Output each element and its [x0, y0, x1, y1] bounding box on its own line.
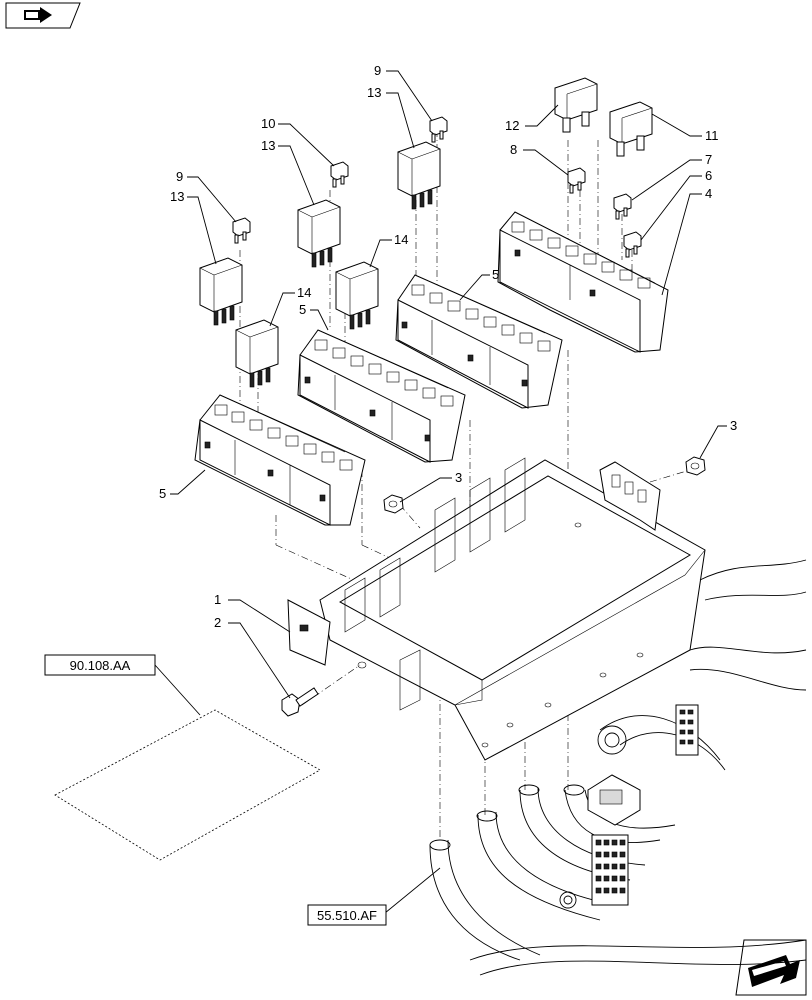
reference-link-55-510-af[interactable]: 55.510.AF	[307, 904, 387, 926]
relay-13-middle	[297, 199, 341, 268]
callout-10: 10	[261, 116, 275, 131]
callout-7: 7	[705, 152, 712, 167]
callout-11: 11	[705, 128, 719, 143]
callout-labels: 9 13 10 13 9 13 14 14 5 5 5 12 11 8 7 6 …	[159, 63, 737, 630]
maxi-fuse-11	[609, 101, 653, 157]
maxi-fuse-12	[554, 77, 598, 133]
callout-9-left: 9	[176, 169, 183, 184]
fuse-relay-block-middle	[297, 329, 466, 463]
mini-fuse-10	[330, 161, 349, 188]
fuse-block-right	[497, 211, 669, 353]
callout-3-center: 3	[455, 470, 462, 485]
fuse-relay-block-lower	[194, 394, 366, 526]
callout-1: 1	[214, 592, 221, 607]
relay-13-left	[199, 257, 243, 326]
harness-connector-lower	[591, 834, 629, 906]
fuse-relay-block-upper	[395, 274, 563, 409]
fuse-box-housing	[287, 457, 706, 761]
callout-4: 4	[705, 186, 712, 201]
mini-fuse-9-upper	[429, 116, 448, 143]
callout-14-middle: 14	[394, 232, 408, 247]
reference-sheet-graphic	[54, 709, 321, 861]
book-arrow-icon[interactable]	[5, 2, 81, 29]
harness-connector-upper	[675, 704, 699, 756]
callout-13-left: 13	[170, 189, 184, 204]
relay-14-left	[235, 319, 279, 388]
screw-2	[281, 687, 319, 717]
harness-connector-middle	[587, 774, 641, 826]
mini-fuse-6	[623, 231, 642, 258]
reference-link-90-108-aa[interactable]: 90.108.AA	[44, 654, 156, 676]
relay-13-upper	[397, 141, 441, 210]
callout-5-middle: 5	[299, 302, 306, 317]
nut-3-center	[383, 494, 404, 514]
leader-lines	[154, 70, 727, 914]
mini-fuse-8	[567, 167, 586, 194]
callout-13-middle: 13	[261, 138, 275, 153]
relay-14-middle	[335, 261, 379, 330]
callout-12: 12	[505, 118, 519, 133]
next-page-arrow-icon[interactable]	[735, 939, 807, 996]
mini-fuse-7	[613, 193, 632, 220]
callout-3-right: 3	[730, 418, 737, 433]
callout-2: 2	[214, 615, 221, 630]
callout-6: 6	[705, 168, 712, 183]
mini-fuse-9-left	[232, 217, 251, 244]
callout-5-upper: 5	[492, 267, 499, 282]
reference-label-55-510-af: 55.510.AF	[317, 908, 377, 923]
callout-8: 8	[510, 142, 517, 157]
reference-label-90-108-aa: 90.108.AA	[70, 658, 131, 673]
callout-13-upper: 13	[367, 85, 381, 100]
callout-14-left: 14	[297, 285, 311, 300]
callout-5-lower: 5	[159, 486, 166, 501]
callout-9-upper: 9	[374, 63, 381, 78]
nut-3-right	[685, 456, 706, 476]
